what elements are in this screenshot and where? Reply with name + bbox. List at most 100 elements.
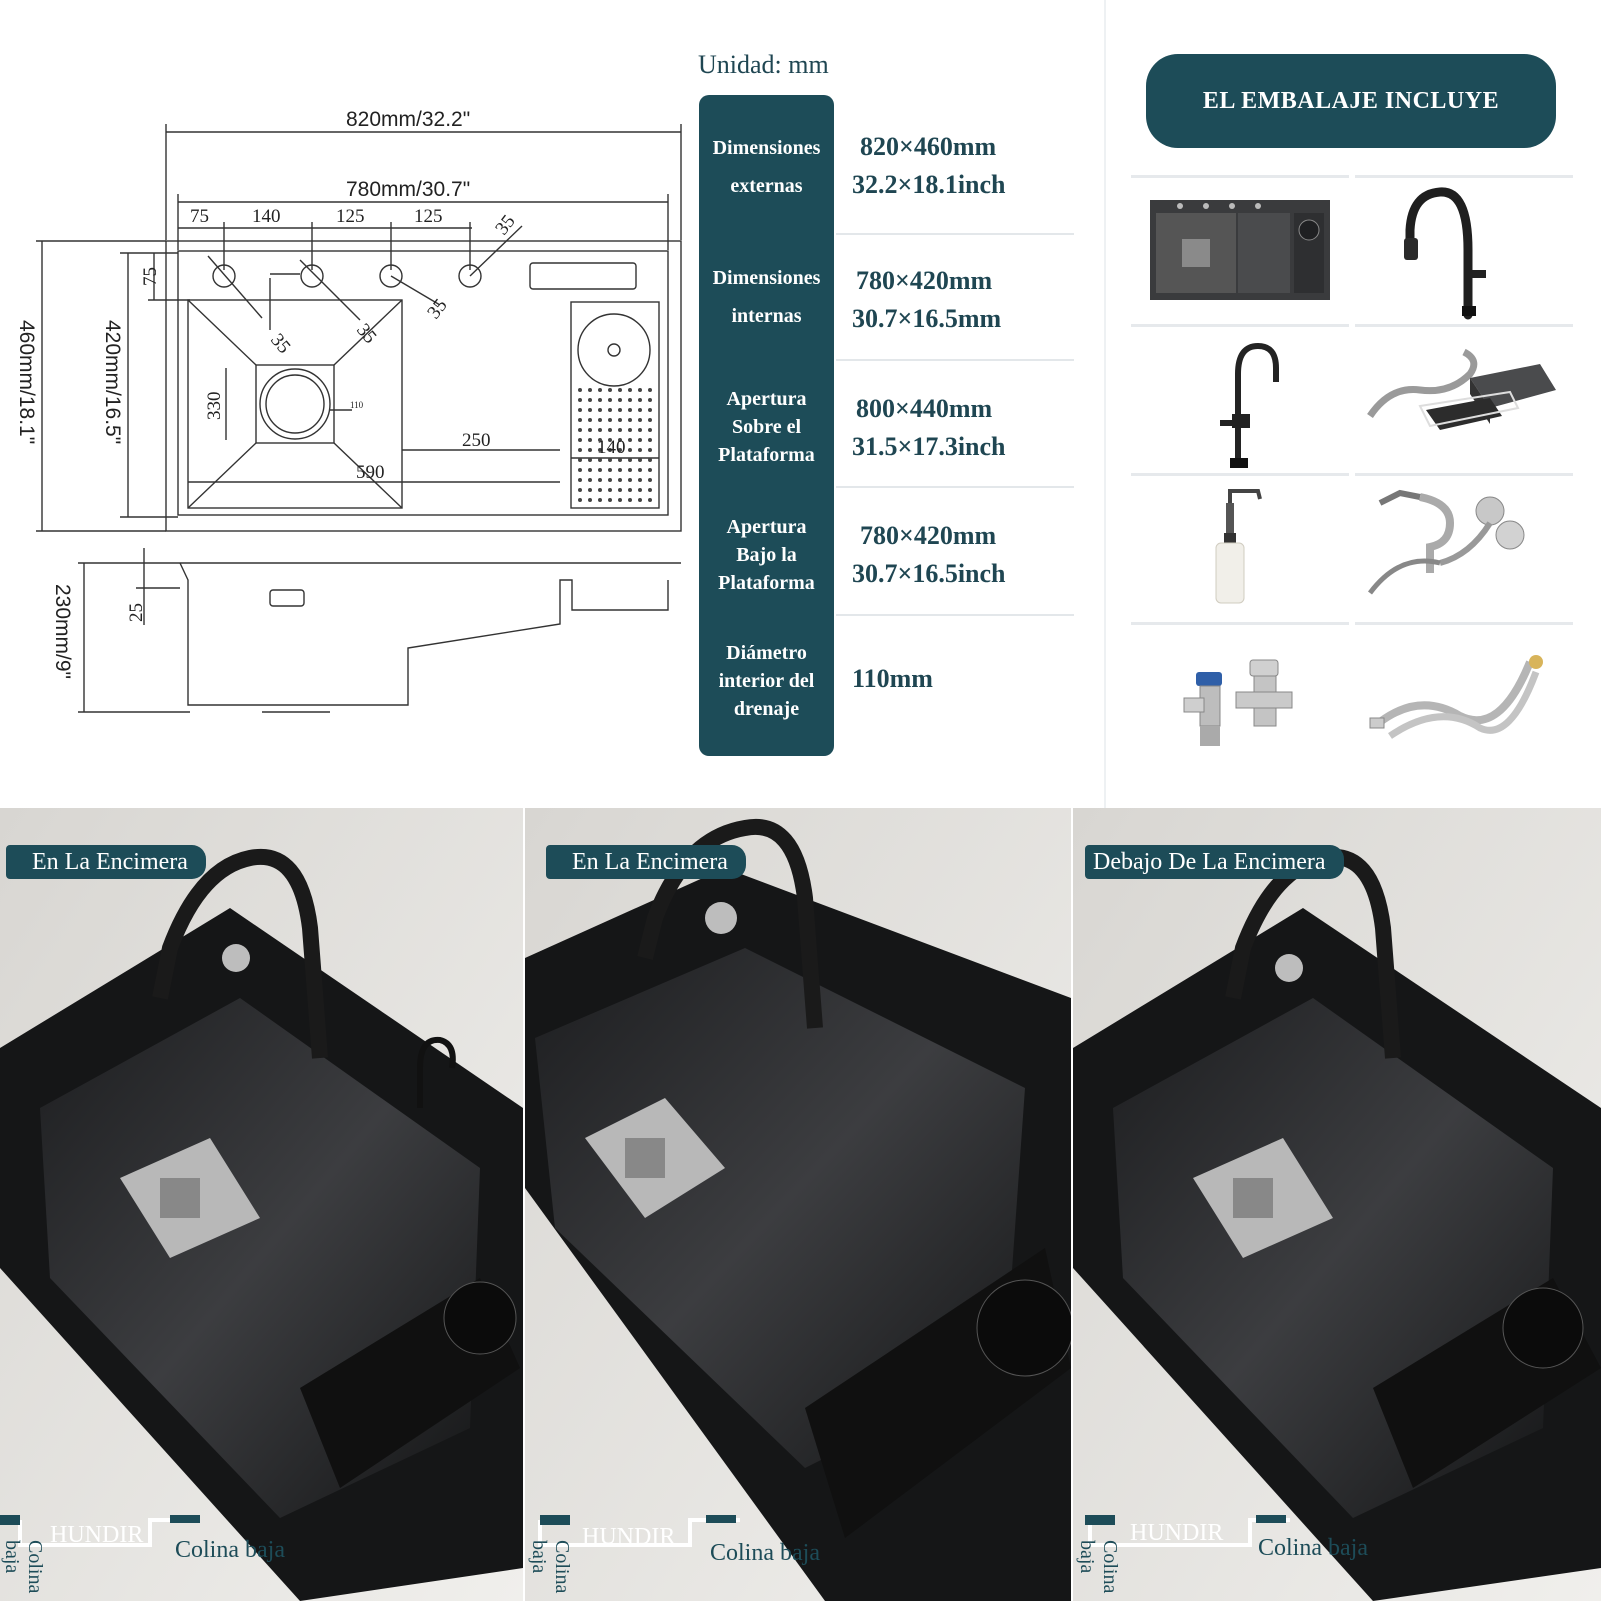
strainer-dot: [638, 468, 642, 472]
strainer-dot: [608, 488, 612, 492]
mount-side-1: Colina baja: [1, 1540, 46, 1594]
inner-width-label: 780mm/30.7": [346, 178, 470, 201]
package-grid-line: [1131, 175, 1349, 178]
strainer-dot: [638, 428, 642, 432]
drain-110-label: 110: [350, 400, 364, 410]
package-grid-line: [1355, 175, 1573, 178]
spec-label-line: internas: [731, 305, 802, 327]
spec-value-line: 31.5×17.3inch: [852, 432, 1006, 461]
strainer-dot: [638, 478, 642, 482]
strainer-dot: [648, 408, 652, 412]
technical-drawing: 820mm/32.2" 780mm/30.7" 75 140 125 125 3…: [0, 0, 700, 760]
strainer-dot: [628, 498, 632, 502]
strainer-dot: [588, 418, 592, 422]
installation-photo-1: [0, 808, 523, 1601]
sink-icon: [1140, 185, 1358, 325]
pull-down-faucet-icon: [1360, 180, 1578, 320]
spec-value-line: 30.7×16.5inch: [852, 559, 1006, 588]
strainer-dot: [648, 458, 652, 462]
strainer-dot: [588, 438, 592, 442]
spec-value-line: 820×460mm: [860, 132, 997, 161]
strainer-dot: [638, 498, 642, 502]
strainer-dot: [578, 468, 582, 472]
package-grid-line: [1355, 473, 1573, 476]
spec-label-line: externas: [730, 175, 803, 197]
spec-label-internal: Dimensiones internas: [699, 264, 834, 330]
mount-hundir-1: HUNDIR: [50, 1522, 144, 1548]
package-title: EL EMBALAJE INCLUYE: [1146, 54, 1556, 148]
strainer-dot: [628, 408, 632, 412]
installation-badge-2: En La Encimera: [546, 845, 746, 879]
strainer-dot: [598, 408, 602, 412]
dim-590-label: 590: [356, 462, 385, 483]
spec-value-line: 30.7×16.5mm: [852, 304, 1002, 333]
spec-divider: [836, 614, 1074, 616]
strainer-dot: [578, 398, 582, 402]
strainer-dot: [628, 428, 632, 432]
spec-value-line: 800×440mm: [856, 394, 993, 423]
inner-depth-label: 420mm/16.5": [101, 320, 124, 444]
strainer-dot: [598, 488, 602, 492]
package-grid-line: [1355, 622, 1573, 625]
hole-spacing-4: 125: [414, 206, 443, 227]
spec-value-drain: 110mm: [852, 660, 1072, 698]
strainer-dot: [618, 388, 622, 392]
soap-dispenser-icon: [1140, 483, 1358, 623]
strainer-dot: [638, 488, 642, 492]
spec-value-line: 780×420mm: [856, 266, 993, 295]
basin-330-label: 330: [204, 392, 225, 421]
mount-side-3: Colina baja: [1076, 1540, 1121, 1594]
strainer-dot: [638, 408, 642, 412]
strainer-dot: [638, 438, 642, 442]
spec-divider: [836, 359, 1074, 361]
strainer-dot: [648, 428, 652, 432]
mount-hundir-2: HUNDIR: [582, 1524, 676, 1550]
strainer-dot: [608, 498, 612, 502]
strainer-dot: [598, 478, 602, 482]
spec-divider: [836, 233, 1074, 235]
panel-divider: [1104, 0, 1106, 808]
strainer-dot: [648, 388, 652, 392]
dim-140-label: 140: [597, 437, 626, 458]
strainer-dot: [578, 418, 582, 422]
spec-label-above-opening: Apertura Sobre el Plataforma: [699, 385, 834, 469]
drinking-faucet-icon: [1140, 334, 1358, 474]
mount-side-2: Colina baja: [528, 1540, 573, 1594]
spec-label-below-opening: Apertura Bajo la Plataforma: [699, 513, 834, 597]
unit-label: Unidad: mm: [698, 50, 829, 79]
strainer-dot: [638, 448, 642, 452]
height-label: 230mm/9": [51, 584, 74, 679]
overall-width-label: 820mm/32.2": [346, 108, 470, 131]
strainer-dot: [598, 418, 602, 422]
strainer-dot: [618, 428, 622, 432]
strainer-dot: [628, 398, 632, 402]
strainer-dot: [628, 468, 632, 472]
strainer-dot: [618, 438, 622, 442]
spec-value-internal: 780×420mm 30.7×16.5mm: [852, 262, 1072, 338]
overall-depth-label: 460mm/18.1": [15, 320, 38, 444]
strainer-dot: [588, 498, 592, 502]
strainer-dot: [598, 438, 602, 442]
spec-value-line: 780×420mm: [860, 521, 997, 550]
strainer-dot: [598, 428, 602, 432]
strainer-dot: [598, 388, 602, 392]
installation-badge-1: En La Encimera: [6, 845, 206, 879]
strainer-dot: [578, 408, 582, 412]
strainer-dot: [618, 398, 622, 402]
strainer-dot: [638, 398, 642, 402]
spec-label-drain: Diámetro interior del drenaje: [699, 639, 834, 723]
strainer-dot: [578, 488, 582, 492]
strainer-dot: [638, 388, 642, 392]
spec-value-above-opening: 800×440mm 31.5×17.3inch: [852, 390, 1072, 466]
strainer-dot: [628, 458, 632, 462]
strainer-dot: [578, 478, 582, 482]
hole-diameter-label-4: 35: [423, 295, 451, 323]
spec-label-external: Dimensiones externas: [699, 134, 834, 200]
strainer-dot: [598, 498, 602, 502]
strainer-dot: [598, 448, 602, 452]
strainer-dot: [598, 398, 602, 402]
strainer-dot: [618, 488, 622, 492]
strainer-dot: [578, 428, 582, 432]
spec-label-line: Diámetro: [726, 642, 807, 664]
strainer-dot: [608, 418, 612, 422]
